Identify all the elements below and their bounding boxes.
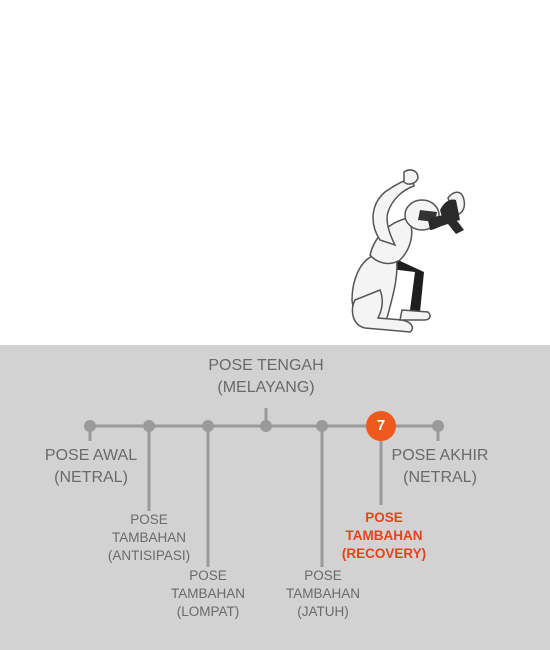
end-pose-label: POSE AKHIR (NETRAL) [385,445,495,488]
recovery-line3: (RECOVERY) [341,546,427,562]
dot-middle-pose [260,420,272,432]
crouching-character-icon [351,169,466,333]
antisipasi-line2: TAMBAHAN [111,530,186,546]
end-pose-line1: POSE AKHIR [391,447,489,464]
lompat-pose-label: POSE TAMBAHAN (LOMPAT) [153,567,263,622]
pose-timeline-panel: 7 POSE TENGAH (MELAYANG) POSE AWAL (NETR… [0,345,550,650]
jatuh-line3: (JATUH) [297,604,349,620]
lompat-line2: TAMBAHAN [170,586,245,602]
start-pose-line1: POSE AWAL [44,447,138,464]
start-pose-label: POSE AWAL (NETRAL) [36,445,146,488]
active-step-badge: 7 [366,411,396,441]
antisipasi-line1: POSE [130,512,168,527]
recovery-line1: POSE [365,510,403,525]
character-preview-area [351,169,466,333]
jatuh-line2: TAMBAHAN [285,586,360,602]
middle-pose-line2: (MELAYANG) [217,378,315,396]
dot-start-pose [84,420,96,432]
antisipasi-pose-label: POSE TAMBAHAN (ANTISIPASI) [94,511,204,566]
lompat-line1: POSE [189,568,227,583]
lompat-line3: (LOMPAT) [176,604,240,620]
recovery-pose-label: POSE TAMBAHAN (RECOVERY) [329,509,439,564]
end-pose-line2: (NETRAL) [403,468,477,486]
jatuh-line1: POSE [304,568,342,583]
dot-end-pose [432,420,444,432]
dot-jatuh [316,420,328,432]
middle-pose-label: POSE TENGAH (MELAYANG) [196,355,336,398]
dot-antisipasi [143,420,155,432]
recovery-line2: TAMBAHAN [345,528,423,544]
start-pose-line2: (NETRAL) [54,468,128,486]
jatuh-pose-label: POSE TAMBAHAN (JATUH) [268,567,378,622]
middle-pose-line1: POSE TENGAH [208,357,324,374]
antisipasi-line3: (ANTISIPASI) [107,548,191,564]
dot-lompat [202,420,214,432]
